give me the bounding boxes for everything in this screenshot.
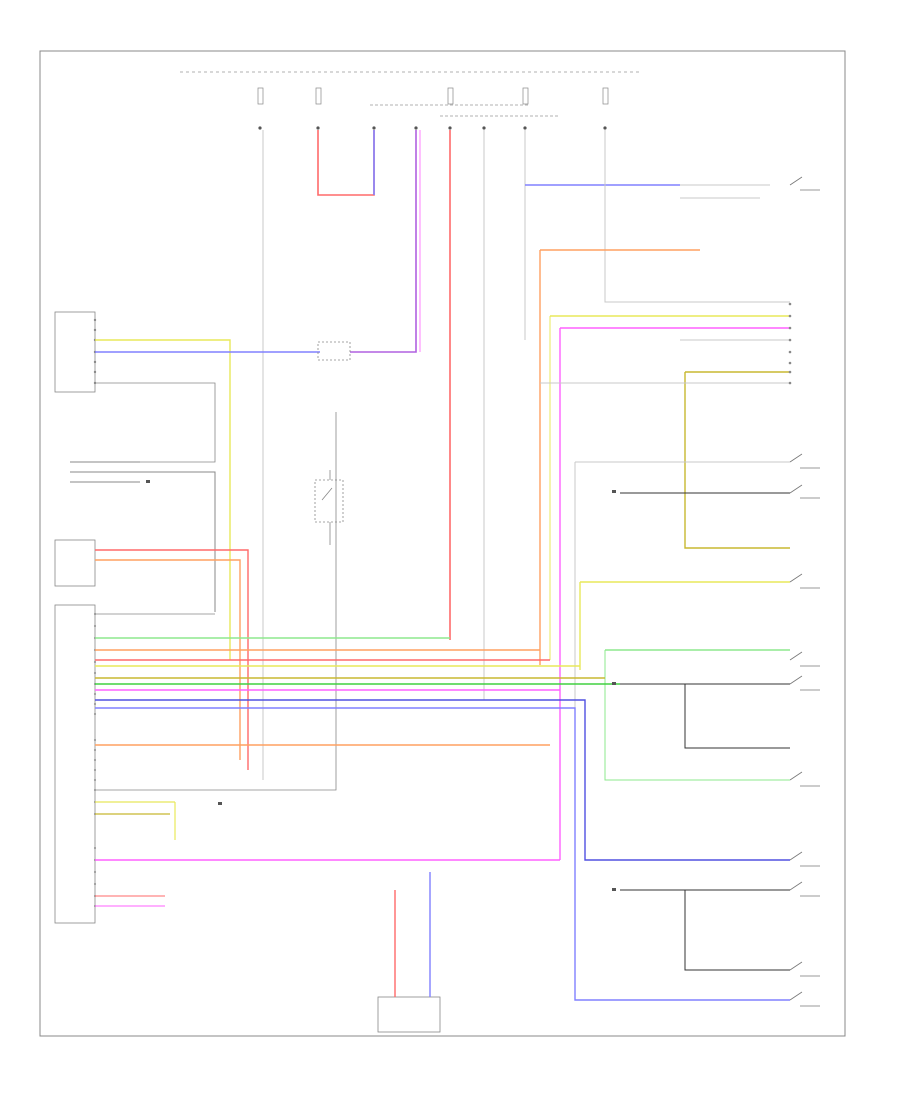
fuse-4 [522, 87, 529, 105]
antenna-block [54, 539, 249, 770]
left-upper-module [54, 311, 320, 660]
fuse-3 [447, 87, 454, 105]
diagram-frame [39, 50, 846, 1037]
top-power-bus [180, 71, 640, 117]
right-lower-circuits [570, 649, 790, 1001]
fuse-5 [602, 87, 609, 105]
bottom-module [377, 872, 441, 1033]
connector-dots-top [258, 126, 607, 130]
relay-switch [95, 412, 344, 791]
switch-symbols [789, 176, 820, 1007]
main-harness-bundle [95, 613, 620, 907]
ground-markers [146, 480, 616, 891]
right-upper-circuits [539, 184, 790, 860]
fuse-group [257, 87, 609, 105]
main-control-unit [54, 604, 97, 924]
left-ground-block [70, 461, 216, 612]
connector-dots-right [788, 302, 792, 385]
vertical-feeds [262, 130, 790, 780]
fuse-2 [315, 87, 322, 105]
inline-connector [317, 341, 351, 361]
fuse-1 [257, 87, 264, 105]
